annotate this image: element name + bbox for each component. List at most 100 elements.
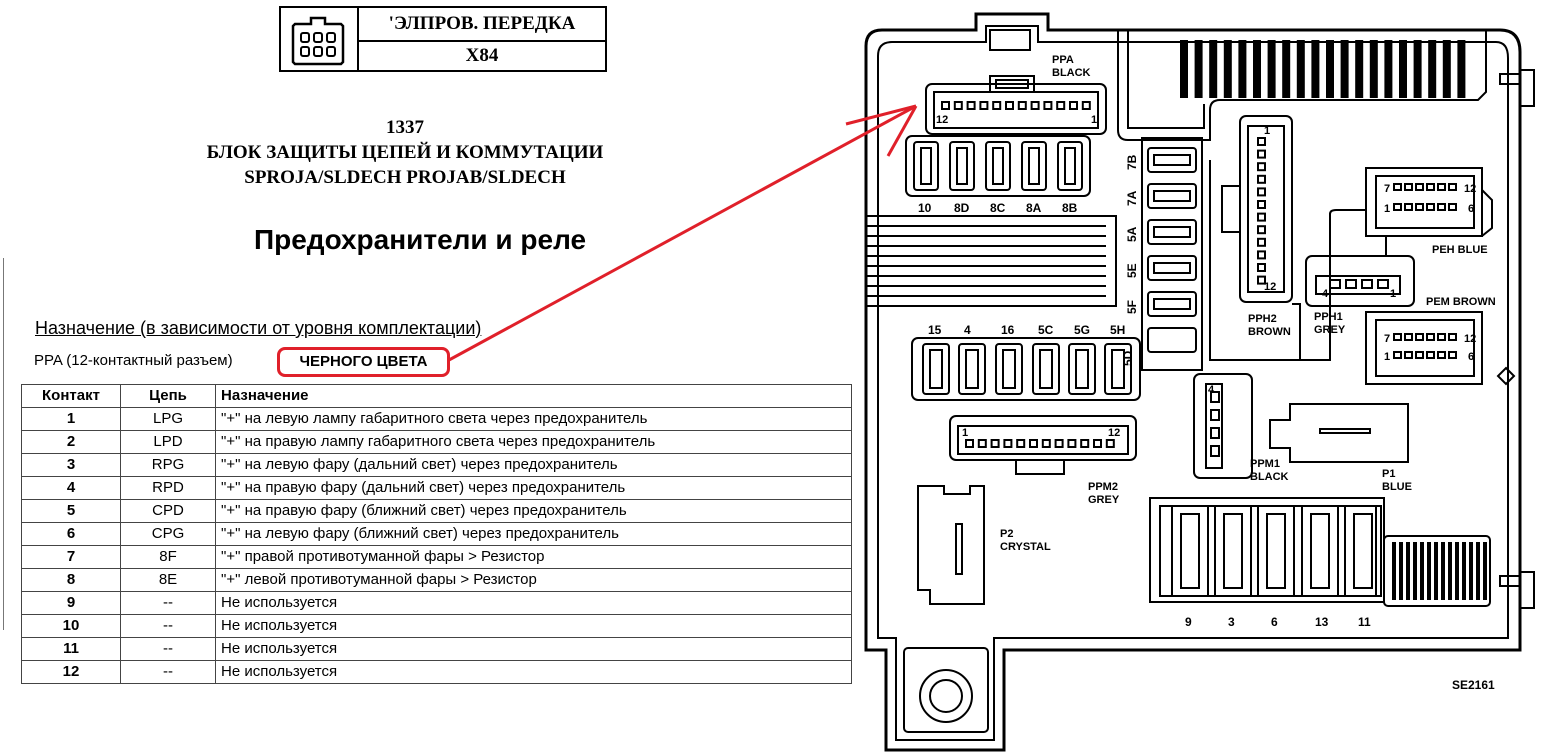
peh-pin-12: 12: [1464, 183, 1476, 195]
ppm1-label-1: PPM1: [1250, 458, 1280, 470]
fuse: [1257, 505, 1295, 597]
pem-pin-1: 1: [1384, 351, 1390, 363]
fuse-label: 5E: [1125, 263, 1139, 278]
pin-purpose: Не используется: [215, 660, 852, 684]
relay-slot: [1413, 542, 1417, 600]
ppa-pin: [1017, 101, 1027, 110]
ppm2-pin-12: 12: [1108, 427, 1120, 439]
relay-connector-pin: [1426, 351, 1435, 359]
relay-slot: [1369, 40, 1378, 98]
circuit-code: RPD: [120, 476, 216, 500]
ppa-label-2: BLACK: [1052, 67, 1091, 79]
relay-slot: [1483, 542, 1487, 600]
relay-slot: [1311, 40, 1320, 98]
relay-slot: [1427, 542, 1431, 600]
relay-slot: [1253, 40, 1261, 98]
pin-purpose: Не используется: [215, 614, 852, 638]
circuit-code: LPD: [120, 430, 216, 454]
header-contact: Контакт: [21, 384, 121, 408]
relay-slot: [1462, 542, 1466, 600]
ppm1-label-2: BLACK: [1250, 471, 1289, 483]
fuse: [1301, 505, 1339, 597]
fuse-blade: [956, 147, 968, 185]
fuse-label: 6: [1271, 615, 1278, 629]
pph2-pin: [1257, 162, 1266, 172]
relay-slot: [1413, 40, 1422, 98]
fuse-blade: [1002, 349, 1016, 389]
fuse-label: 8B: [1062, 201, 1078, 215]
relay-connector-pin: [1448, 183, 1457, 191]
fuse-label: 9: [1185, 615, 1192, 629]
fuse-label: 5A: [1125, 226, 1139, 242]
ppa-color-highlight: ЧЕРНОГО ЦВЕТА: [277, 347, 450, 377]
relay-slot: [1340, 40, 1349, 98]
p1-label-1: P1: [1382, 468, 1395, 480]
fuse-blade: [1180, 513, 1200, 589]
fuse-blade: [1111, 349, 1125, 389]
ppa-pin: [1043, 101, 1053, 110]
fuse: [1214, 505, 1252, 597]
fuse-label: 7B: [1125, 154, 1139, 170]
ppa-label-1: PPA: [1052, 54, 1074, 66]
header-circuit: Цепь: [120, 384, 216, 408]
relay-connector-pin: [1404, 203, 1413, 211]
ppm2-pin: [1067, 439, 1077, 448]
relay-connector-pin: [1437, 203, 1446, 211]
pem-label: PEM BROWN: [1426, 296, 1496, 308]
header-purpose: Назначение: [215, 384, 852, 408]
p1-label-2: BLUE: [1382, 481, 1412, 493]
reference-code: SE2161: [1452, 678, 1495, 692]
relay-connector-pin: [1426, 203, 1435, 211]
fuse: [1068, 343, 1096, 395]
pph2-pin-1: 1: [1264, 125, 1270, 137]
ppa-pin: [953, 101, 963, 110]
relay-slot: [1282, 40, 1291, 98]
ppm2-label-2: GREY: [1088, 494, 1120, 506]
fuse-label: 3: [1228, 615, 1235, 629]
table-header-row: Контакт Цепь Назначение: [21, 384, 852, 408]
relay-slot: [1469, 542, 1473, 600]
pph2-pin: [1257, 275, 1266, 285]
ppm2-pin: [1093, 439, 1102, 448]
pin-number: 3: [21, 453, 121, 477]
fuse-blade: [1153, 154, 1191, 166]
pin-purpose: "+" на правую фару (ближний свет) через …: [215, 499, 852, 523]
ppa-pin: [1069, 101, 1078, 110]
fuse: [1147, 219, 1197, 245]
fuse-label: 8A: [1026, 201, 1042, 215]
relay-slot: [1209, 40, 1218, 98]
relay-connector-pin: [1437, 351, 1446, 359]
relay-connector-pin: [1415, 333, 1424, 341]
pph2-pin: [1257, 212, 1266, 222]
fuse-label: 7A: [1125, 190, 1139, 206]
fuse-blade: [1266, 513, 1286, 589]
fuse-label: 8C: [990, 201, 1006, 215]
pph2-pin-12: 12: [1264, 281, 1276, 293]
ppm2-label-1: PPM2: [1088, 481, 1118, 493]
relay-slot: [1296, 40, 1305, 98]
ppa-pin: [966, 101, 976, 110]
fuse-blade: [992, 147, 1004, 185]
ppa-pin-1: 1: [1091, 114, 1097, 126]
pin-number: 6: [21, 522, 121, 546]
circuit-code: --: [120, 660, 216, 684]
relay-connector-pin: [1426, 333, 1435, 341]
relay-connector-pin: [1393, 351, 1402, 359]
fuse-blade: [1039, 349, 1053, 389]
page-title: Предохранители и реле: [254, 224, 587, 255]
fuse: [1104, 343, 1132, 395]
pph2-pin: [1257, 263, 1266, 272]
fuse-blade: [1028, 147, 1040, 185]
connector-name: 'ЭЛПРОВ. ПЕРЕДКА: [359, 8, 605, 42]
fuse-label: 5G: [1074, 323, 1090, 337]
fuse: [985, 141, 1011, 191]
fuse: [1021, 141, 1047, 191]
relay-slot: [1194, 40, 1203, 98]
unit-variant: SPROJA/SLDECH PROJAB/SLDECH: [244, 167, 566, 188]
ppm2-pin: [1080, 439, 1090, 448]
relay-connector-pin: [1404, 351, 1413, 359]
relay-slot: [1399, 542, 1403, 600]
relay-connector-pin: [1448, 351, 1457, 359]
